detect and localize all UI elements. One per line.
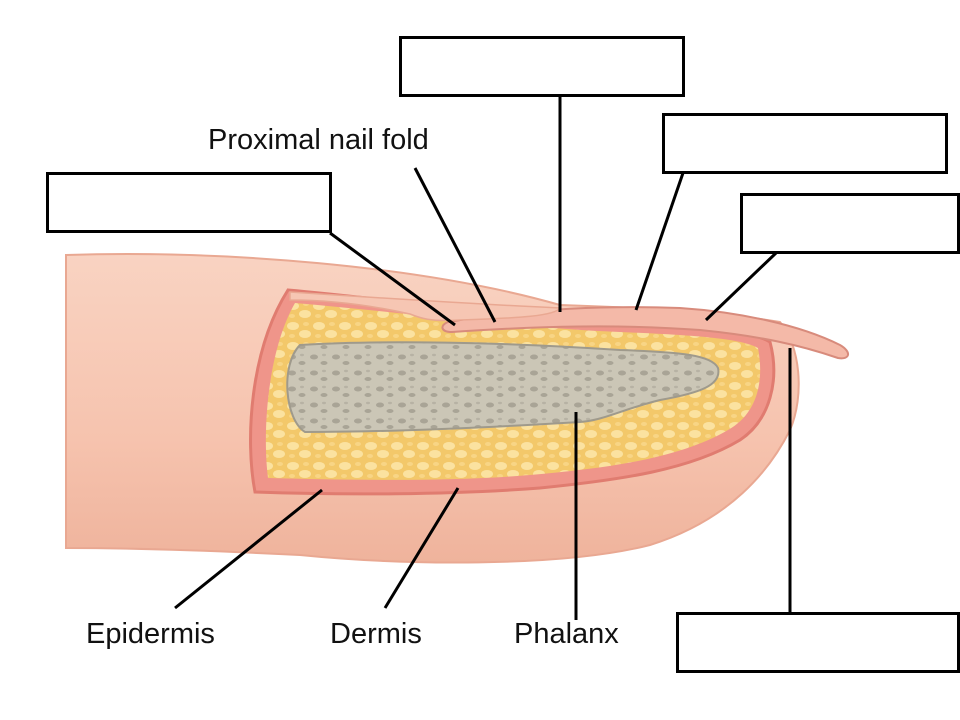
blank-label-box-5[interactable] [676, 612, 960, 673]
leader-lines [174, 96, 792, 620]
label-phalanx: Phalanx [514, 618, 619, 650]
label-epidermis: Epidermis [86, 618, 215, 650]
phalanx-bone [286, 341, 720, 434]
label-proximal-nail-fold: Proximal nail fold [208, 124, 429, 156]
blank-label-box-2[interactable] [662, 113, 948, 174]
blank-label-box-4[interactable] [740, 193, 960, 254]
blank-label-box-3[interactable] [46, 172, 332, 233]
label-dermis: Dermis [330, 618, 422, 650]
blank-label-box-1[interactable] [399, 36, 685, 97]
nail-fold [289, 291, 562, 322]
